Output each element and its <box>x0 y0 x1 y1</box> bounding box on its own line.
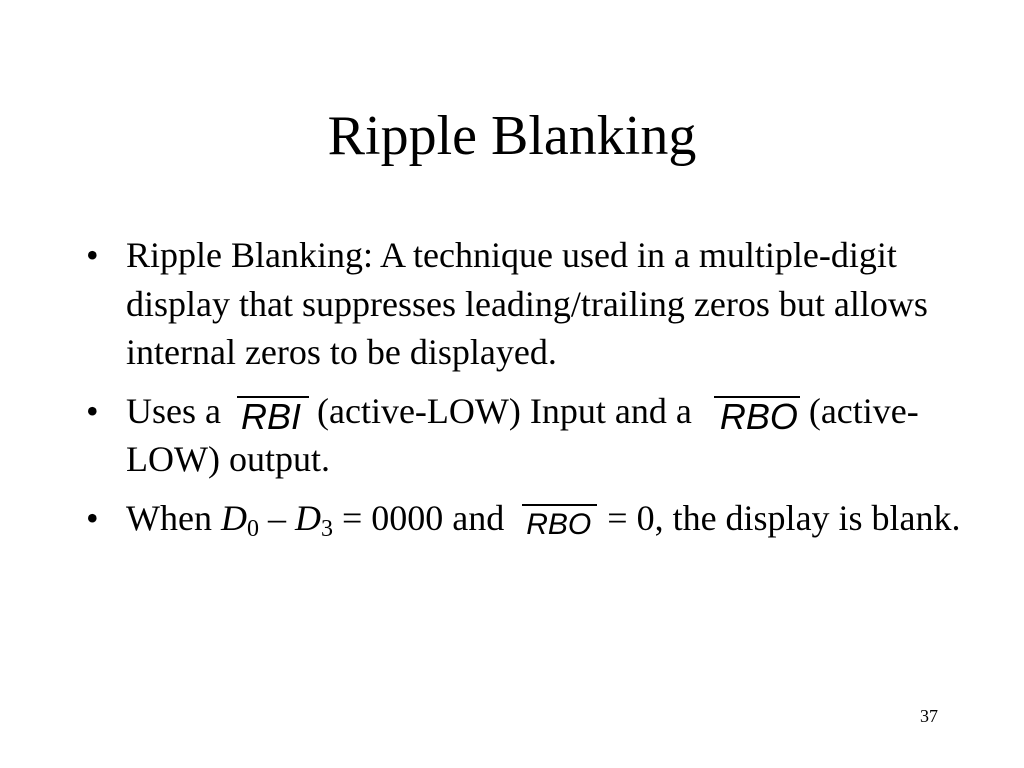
d-subscript-0: 0 <box>246 515 259 542</box>
rbo-overbar-term: RBO <box>713 395 800 434</box>
bullet-marker: • <box>86 235 99 275</box>
bullet-rbi-rbo-usage: • Uses a RBI(active-LOW) Input and a RBO (… <box>82 387 962 484</box>
bullet-marker: • <box>86 390 99 431</box>
equals-text: = 0000 and <box>341 497 505 538</box>
page-number: 37 <box>920 706 938 726</box>
bullet-text: Ripple Blanking: A technique used in a m… <box>126 235 928 372</box>
bullet-ripple-blanking-definition: • Ripple Blanking: A technique used in a… <box>82 231 962 377</box>
dash: – <box>267 497 286 538</box>
rbi-overbar-term: RBI <box>236 395 309 434</box>
bullet-text-pre: When <box>126 497 212 538</box>
bullet-text-post: (active-LOW) output. <box>126 390 919 480</box>
d-subscript-3: 3 <box>320 515 333 542</box>
d-symbol: D <box>294 497 321 538</box>
bullet-text-pre: Uses a <box>126 390 221 431</box>
bullet-text-post: = 0, the display is blank. <box>607 497 961 538</box>
bullet-marker: • <box>86 497 99 538</box>
bullet-list: • Ripple Blanking: A technique used in a… <box>82 231 962 552</box>
slide-title: Ripple Blanking <box>327 105 697 167</box>
d-symbol: D <box>220 497 247 538</box>
bullet-text-mid: (active-LOW) Input and a <box>317 390 692 431</box>
rbo-overbar-term: RBO <box>522 503 598 542</box>
